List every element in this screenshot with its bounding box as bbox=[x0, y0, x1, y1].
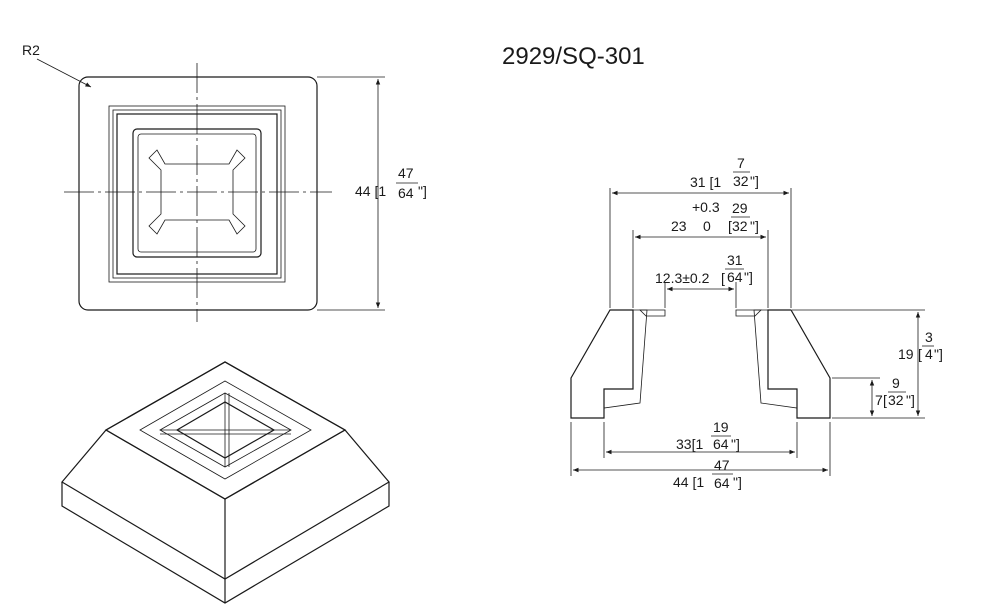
top-height-prefix: 44 [1 bbox=[355, 183, 386, 199]
hole-num: 31 bbox=[727, 252, 743, 268]
step-den: 32 bbox=[888, 392, 904, 408]
top-view-height-dimension: 44 [1 47 64 "] bbox=[317, 76, 427, 311]
height-den: 4 bbox=[925, 346, 933, 362]
top-inner-open: [ bbox=[728, 218, 732, 234]
radius-leader bbox=[36, 58, 92, 88]
height-num: 3 bbox=[925, 329, 933, 345]
bottom-inner-suffix: "] bbox=[731, 436, 740, 452]
top-outer-den: 32 bbox=[733, 173, 749, 189]
top-outer-prefix: 31 [1 bbox=[690, 174, 721, 190]
step-suffix: "] bbox=[906, 392, 915, 408]
bottom-outer-prefix: 44 [1 bbox=[673, 474, 704, 490]
height-suffix: "] bbox=[934, 346, 943, 362]
top-view bbox=[64, 63, 332, 322]
bottom-outer-num: 47 bbox=[714, 457, 730, 473]
hole-suffix: "] bbox=[744, 269, 753, 285]
bottom-outer-suffix: "] bbox=[733, 474, 742, 490]
section-view bbox=[570, 309, 831, 419]
step-open: [ bbox=[883, 392, 887, 408]
bottom-inner-den: 64 bbox=[713, 436, 729, 452]
top-inner-nominal: 23 bbox=[671, 218, 687, 234]
top-inner-den: 32 bbox=[732, 218, 748, 234]
step-value: 7 bbox=[875, 392, 883, 408]
step-num: 9 bbox=[892, 375, 900, 391]
top-inner-num: 29 bbox=[732, 200, 748, 216]
height-value: 19 bbox=[898, 346, 914, 362]
top-outer-num: 7 bbox=[737, 155, 745, 171]
section-dimensions: 31 [1 7 32 "] +0.3 23 0 [ 29 32 "] 12.3±… bbox=[570, 155, 943, 491]
bottom-outer-den: 64 bbox=[714, 475, 730, 491]
radius-label: R2 bbox=[22, 42, 40, 58]
top-outer-suffix: "] bbox=[750, 173, 759, 189]
top-height-suffix: "] bbox=[418, 183, 427, 199]
top-inner-tol: +0.3 bbox=[692, 199, 720, 215]
isometric-view bbox=[61, 361, 390, 604]
top-inner-tol-low: 0 bbox=[703, 218, 711, 234]
height-open: [ bbox=[918, 346, 922, 362]
drawing-title: 2929/SQ-301 bbox=[502, 43, 645, 70]
top-inner-suffix: "] bbox=[750, 218, 759, 234]
hole-open: [ bbox=[721, 270, 725, 286]
hole-value: 12.3±0.2 bbox=[655, 270, 710, 286]
top-height-num: 47 bbox=[398, 165, 414, 181]
bottom-inner-num: 19 bbox=[713, 419, 729, 435]
top-height-den: 64 bbox=[398, 185, 414, 201]
hole-den: 64 bbox=[727, 269, 743, 285]
bottom-inner-prefix: 33[1 bbox=[676, 436, 703, 452]
